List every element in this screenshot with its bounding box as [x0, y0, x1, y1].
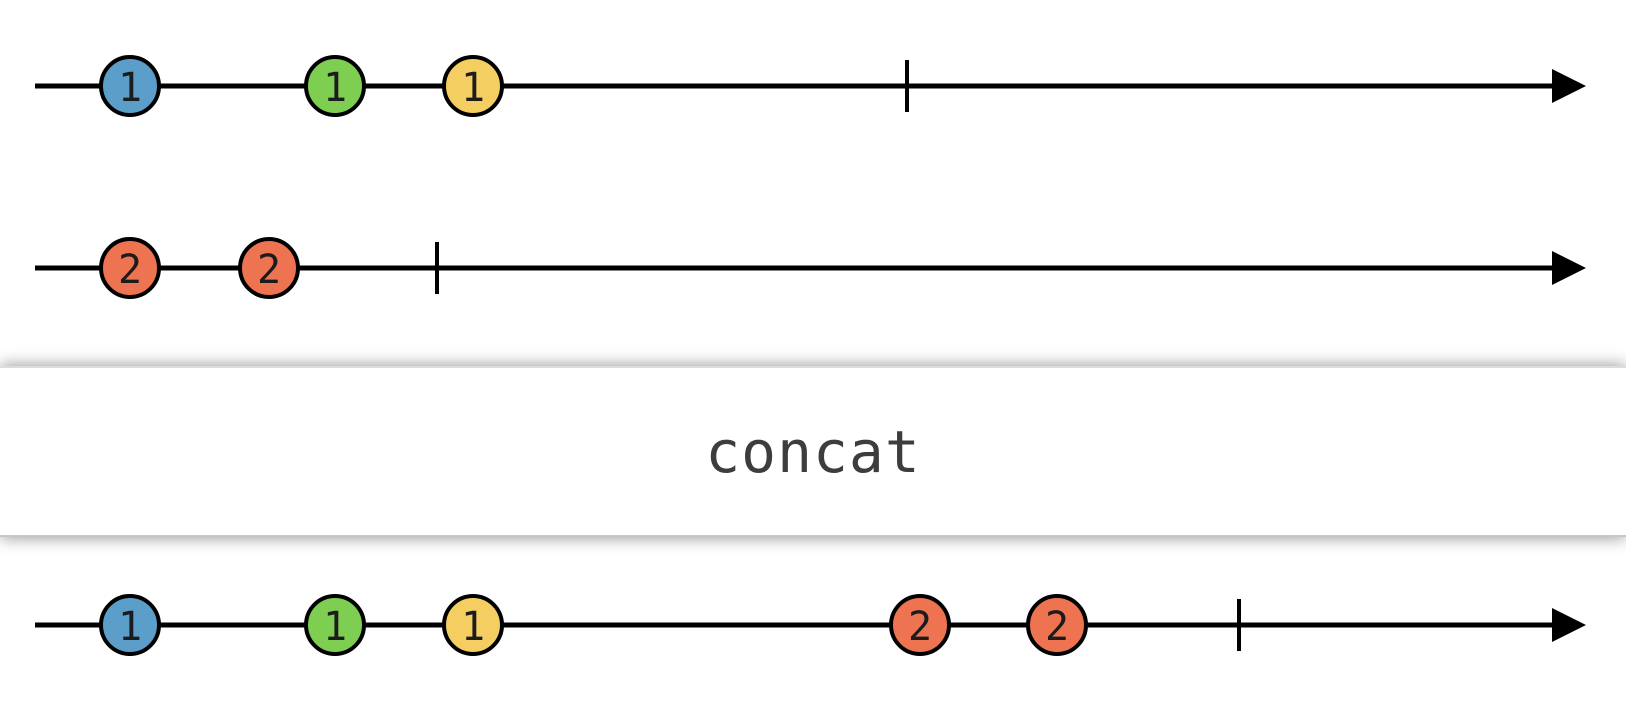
marble-1-blue[interactable]: 1	[99, 594, 161, 656]
timeline-svg-source-1: 1 1 1	[35, 55, 1586, 117]
marble-value: 1	[118, 65, 142, 111]
marble-1-yellow[interactable]: 1	[442, 55, 504, 117]
operator-label: concat	[705, 417, 921, 486]
marble-1-green[interactable]: 1	[304, 55, 366, 117]
marble-value: 1	[461, 604, 485, 650]
marble-circle[interactable]	[99, 594, 161, 656]
arrowhead-icon	[1552, 69, 1586, 103]
marble-2-red[interactable]: 2	[99, 237, 161, 299]
marble-value: 1	[461, 65, 485, 111]
arrowhead-icon	[1552, 251, 1586, 285]
marble-circle[interactable]	[238, 237, 300, 299]
marble-1-yellow[interactable]: 1	[442, 594, 504, 656]
marble-circle[interactable]	[99, 55, 161, 117]
marble-value: 2	[118, 247, 142, 293]
arrowhead-icon	[1552, 608, 1586, 642]
marble-2-red[interactable]: 2	[889, 594, 951, 656]
marble-circle[interactable]	[442, 55, 504, 117]
marble-value: 1	[118, 604, 142, 650]
marble-circle[interactable]	[1026, 594, 1088, 656]
marble-value: 1	[323, 65, 347, 111]
marble-circle[interactable]	[99, 237, 161, 299]
marble-1-green[interactable]: 1	[304, 594, 366, 656]
marble-circle[interactable]	[442, 594, 504, 656]
marble-value: 2	[908, 604, 932, 650]
marble-value: 2	[1045, 604, 1069, 650]
marble-circle[interactable]	[304, 594, 366, 656]
marble-value: 1	[323, 604, 347, 650]
operator-band: concat	[0, 366, 1626, 537]
marble-2-red[interactable]: 2	[238, 237, 300, 299]
marble-value: 2	[257, 247, 281, 293]
marble-circle[interactable]	[304, 55, 366, 117]
marble-2-red[interactable]: 2	[1026, 594, 1088, 656]
timeline-svg-result: 1 1 1 2 2	[35, 594, 1586, 656]
marble-1-blue[interactable]: 1	[99, 55, 161, 117]
timeline-source-1: 1 1 1	[0, 24, 1626, 148]
marble-circle[interactable]	[889, 594, 951, 656]
timeline-result: 1 1 1 2 2	[0, 563, 1626, 687]
